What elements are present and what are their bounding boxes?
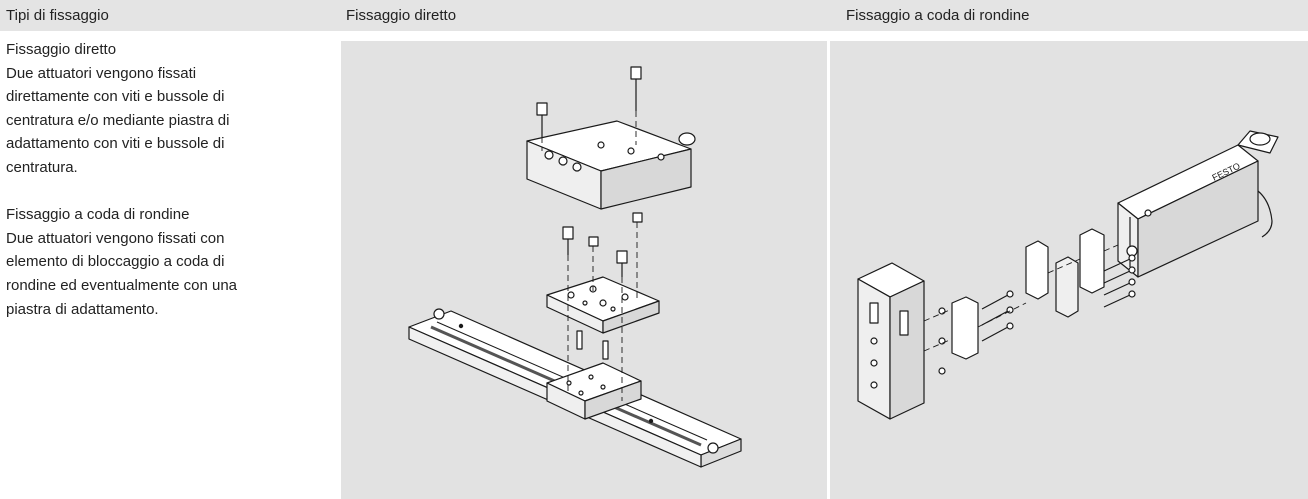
header-mounting-types: Tipi di fissaggio — [6, 7, 109, 24]
direct-line-5: centratura. — [6, 158, 78, 176]
adapter-plate — [546, 276, 660, 334]
base-carriage — [546, 362, 642, 420]
centering-pins — [576, 330, 609, 360]
direct-mounting-drawing — [408, 66, 742, 468]
direct-line-4: adattamento con viti e bussole di — [6, 135, 225, 153]
description-column: Fissaggio diretto Due attuatori vengono … — [6, 38, 326, 321]
upper-slide — [526, 120, 696, 210]
small-slide — [857, 262, 925, 420]
direct-title: Fissaggio diretto — [6, 41, 117, 58]
paragraph-gap — [6, 180, 326, 204]
dovetail-blocks — [951, 228, 1105, 360]
dovetail-screws — [938, 254, 1136, 375]
dovetail-line-2: elemento di bloccaggio a coda di — [6, 253, 225, 271]
table-header: Tipi di fissaggio Fissaggio diretto Fiss… — [0, 0, 1308, 31]
dovetail-mounting-illustration: FESTO — [830, 41, 1308, 499]
header-dovetail-mounting: Fissaggio a coda di rondine — [846, 7, 1030, 24]
header-direct-mounting: Fissaggio diretto — [346, 7, 457, 24]
dovetail-title: Fissaggio a coda di rondine — [6, 206, 190, 224]
direct-mounting-illustration — [341, 41, 827, 499]
dovetail-mounting-drawing: FESTO — [857, 130, 1279, 420]
dovetail-line-4: piastra di adattamento. — [6, 300, 159, 318]
direct-line-3: centratura e/o mediante piastra di — [6, 111, 230, 129]
dovetail-line-1: Due attuatori vengono fissati con — [6, 229, 225, 247]
screws — [536, 66, 643, 277]
gripper-body — [1117, 130, 1279, 278]
dovetail-line-3: rondine ed eventualmente con una — [6, 276, 238, 294]
direct-line-1: Due attuatori vengono fissati — [6, 64, 197, 82]
direct-line-2: direttamente con viti e bussole di — [6, 88, 225, 106]
